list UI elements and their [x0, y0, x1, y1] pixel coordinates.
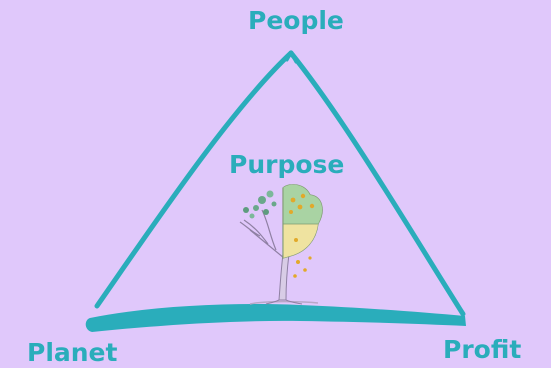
label-profit: Profit [443, 335, 522, 364]
triangle-left-edge [94, 50, 294, 309]
label-planet: Planet [27, 338, 118, 367]
triangle-base [85, 304, 467, 332]
label-people: People [248, 6, 344, 35]
label-purpose: Purpose [229, 150, 345, 179]
tree-icon [239, 184, 323, 305]
triangle-apex [285, 49, 298, 64]
triangle-right-edge [288, 50, 466, 317]
